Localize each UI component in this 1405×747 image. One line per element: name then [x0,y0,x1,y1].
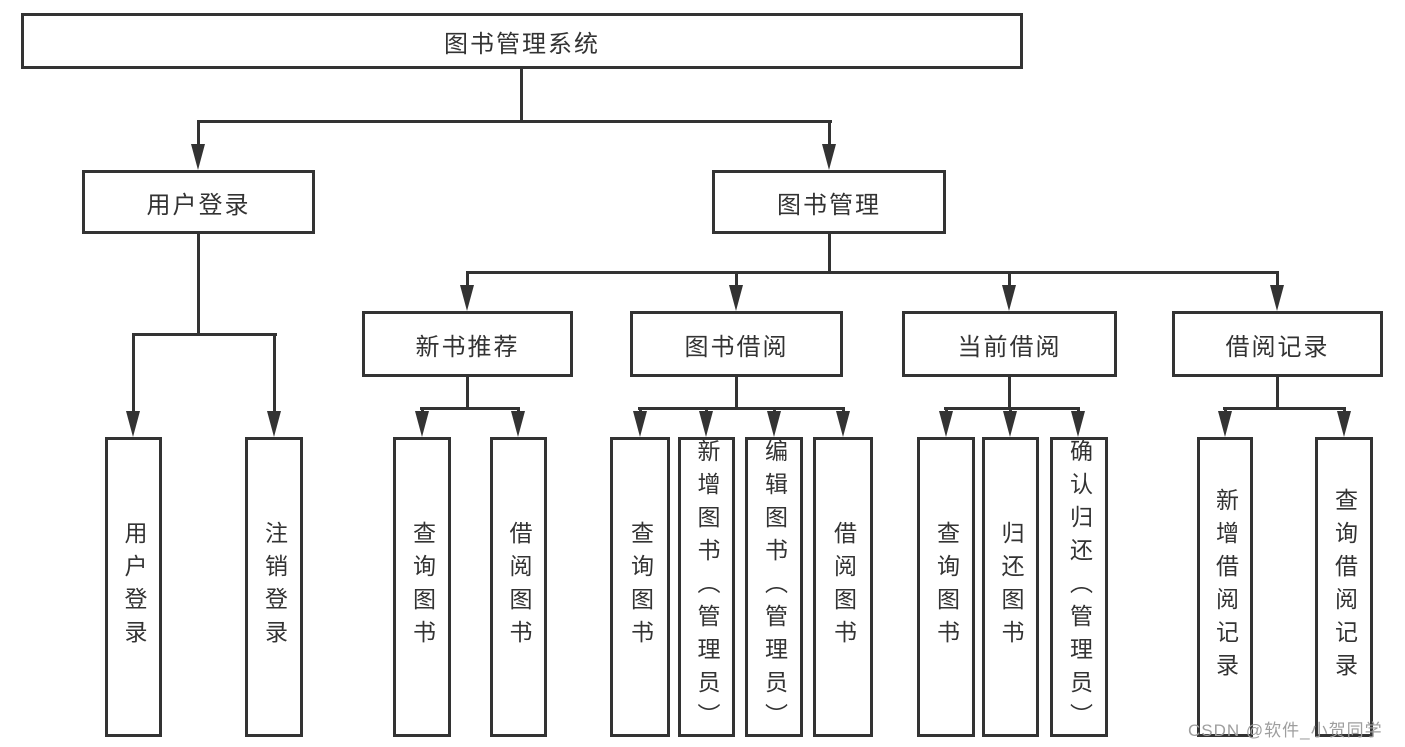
node-label: 借阅记录 [1225,333,1330,361]
connector-line [273,333,276,413]
connector-line [466,377,469,409]
arrowhead-icon [633,411,647,437]
connector-line [197,120,832,123]
connector-line [466,271,1279,274]
leaf-user-login: 用户登录 [105,437,162,737]
leaf-borrow-books-recommend: 借阅图书 [490,437,547,737]
connector-line [735,271,738,287]
leaf-confirm-return-admin: 确认归还（管理员） [1050,437,1108,737]
node-label: 图书管理 [777,191,881,219]
arrowhead-icon [1071,411,1085,437]
connector-line [197,120,200,148]
connector-line [1276,271,1279,287]
node-new-book-recommendation: 新书推荐 [362,311,573,377]
leaf-label: 查询图书 [409,521,436,653]
connector-line [638,407,845,410]
arrowhead-icon [699,411,713,437]
leaf-query-books-recommend: 查询图书 [393,437,451,737]
arrowhead-icon [460,285,474,311]
node-label: 图书管理系统 [444,30,600,58]
arrowhead-icon [415,411,429,437]
leaf-query-books-borrowing: 查询图书 [610,437,670,737]
connector-line [1008,271,1011,287]
arrowhead-icon [191,144,205,170]
connector-line [197,233,200,335]
connector-line [1008,377,1011,409]
connector-line [828,120,831,148]
watermark: CSDN @软件_小贺同学 [1188,721,1383,740]
leaf-label: 注销登录 [261,521,288,653]
leaf-logout: 注销登录 [245,437,303,737]
leaf-label: 新增图书（管理员） [694,438,720,736]
leaf-query-borrow-record: 查询借阅记录 [1315,437,1373,737]
connector-line [828,233,831,273]
arrowhead-icon [1270,285,1284,311]
arrowhead-icon [1002,285,1016,311]
arrowhead-icon [836,411,850,437]
node-borrowing-records: 借阅记录 [1172,311,1383,377]
leaf-label: 借阅图书 [506,521,532,653]
connector-line [1223,407,1346,410]
connector-line [132,333,135,413]
node-label: 图书借阅 [684,333,789,361]
leaf-label: 借阅图书 [830,521,857,653]
connector-line [420,407,520,410]
node-label: 当前借阅 [957,333,1062,361]
leaf-query-books-current: 查询图书 [917,437,975,737]
connector-line [132,333,277,336]
arrowhead-icon [767,411,781,437]
node-label: 用户登录 [146,191,251,219]
leaf-label: 归还图书 [998,521,1024,653]
connector-line [520,68,523,122]
leaf-borrow-books: 借阅图书 [813,437,873,737]
leaf-label: 用户登录 [121,521,147,653]
leaf-label: 确认归还（管理员） [1066,438,1093,736]
leaf-label: 查询借阅记录 [1331,488,1358,686]
arrowhead-icon [1218,411,1232,437]
node-book-borrowing: 图书借阅 [630,311,843,377]
arrowhead-icon [1003,411,1017,437]
connector-line [944,407,1080,410]
leaf-return-books: 归还图书 [982,437,1039,737]
node-book-management: 图书管理 [712,170,946,234]
arrowhead-icon [126,411,140,437]
leaf-add-books-admin: 新增图书（管理员） [678,437,735,737]
arrowhead-icon [511,411,525,437]
node-user-login: 用户登录 [82,170,315,234]
leaf-label: 查询图书 [627,521,654,653]
node-label: 新书推荐 [415,333,520,361]
leaf-label: 编辑图书（管理员） [761,438,788,736]
node-library-management-system: 图书管理系统 [21,13,1023,69]
arrowhead-icon [729,285,743,311]
node-current-borrowing: 当前借阅 [902,311,1117,377]
leaf-label: 查询图书 [933,521,960,653]
arrowhead-icon [1337,411,1351,437]
connector-line [1276,377,1279,409]
leaf-edit-books-admin: 编辑图书（管理员） [745,437,803,737]
leaf-add-borrow-record: 新增借阅记录 [1197,437,1253,737]
connector-line [466,271,469,287]
arrowhead-icon [267,411,281,437]
arrowhead-icon [822,144,836,170]
connector-line [735,377,738,409]
arrowhead-icon [939,411,953,437]
leaf-label: 新增借阅记录 [1212,488,1239,686]
